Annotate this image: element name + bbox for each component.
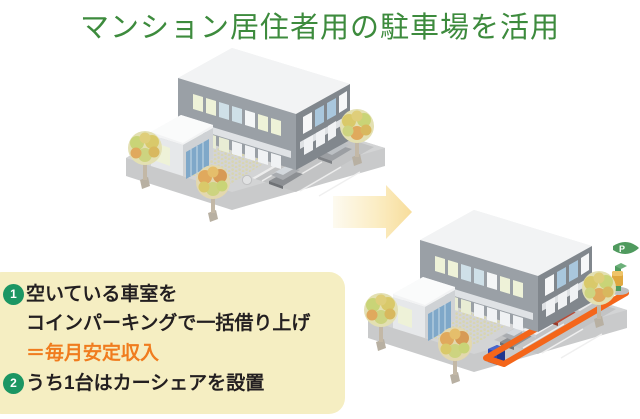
caption-panel: 1 空いている車室を コインパーキングで一括借り上げ ＝毎月安定収入 2 うち1…: [0, 272, 345, 414]
windows-before-upper-right: [303, 91, 347, 134]
scene-before: [126, 48, 385, 222]
tree-after-right: [582, 271, 616, 328]
transformation-arrow: [333, 185, 412, 239]
balcony-after-right: [542, 276, 592, 317]
parking-sign-post: P: [609, 241, 639, 295]
tree-before-right: [340, 109, 374, 166]
caption-badge-2: 2: [3, 373, 24, 394]
windows-after-upper-left: [435, 256, 523, 298]
apartment-building-before: [151, 48, 350, 179]
caption-line-3-accent: ＝毎月安定収入: [26, 343, 160, 364]
page-title: マンション居住者用の駐車場を活用: [79, 12, 560, 44]
windows-after-upper-right: [545, 253, 589, 296]
tree-after-center: [438, 327, 472, 384]
balcony-before-right: [300, 114, 350, 155]
caption-line-1: 空いている車室を: [26, 284, 178, 305]
scene-after: P: [364, 210, 639, 384]
tree-before-left: [128, 131, 162, 189]
tree-after-left: [364, 293, 398, 351]
windows-before-upper-left: [193, 94, 281, 136]
parked-car-before-1: [269, 166, 303, 189]
caption-line-2: コインパーキングで一括借り上げ: [26, 313, 311, 334]
parking-sign-letter: P: [619, 244, 625, 254]
caption-line-4: うち1台はカーシェアを設置: [26, 373, 265, 394]
caption-badge-1: 1: [3, 284, 24, 305]
tree-before-center: [196, 165, 230, 222]
